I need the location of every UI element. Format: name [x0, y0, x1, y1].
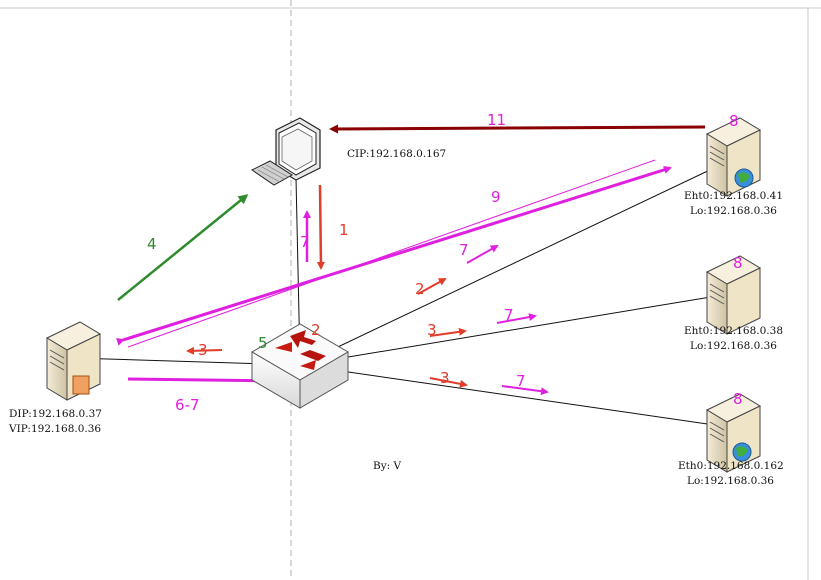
arrow-step-4 — [117, 194, 249, 301]
director-vip-label: VIP:192.168.0.36 — [9, 423, 102, 435]
arrow-step-3-rs3 — [429, 377, 468, 388]
arrow-step-3-rs2 — [429, 327, 467, 337]
rs2-eth-label: Eht0:192.168.0.38 — [684, 325, 784, 337]
arrow-step-9 — [116, 165, 672, 346]
arrow-step-2-rs1 — [417, 278, 447, 295]
step-label-6-7: 6-7 — [175, 396, 200, 414]
step-label-1: 1 — [339, 221, 349, 239]
web-server-icon — [705, 117, 762, 197]
step-label-7-rs2: 7 — [504, 306, 514, 324]
client-ip-label: CIP:192.168.0.167 — [347, 148, 447, 160]
step-label-3-left: 3 — [198, 341, 208, 359]
step-label-2-rs1: 2 — [415, 280, 425, 298]
step-label-11: 11 — [487, 111, 507, 129]
step-label-4: 4 — [147, 235, 157, 253]
rs3-eth-label: Eth0:192.168.0.162 — [678, 460, 784, 472]
step-label-3-rs2: 3 — [427, 321, 437, 339]
arrow-step-7-rs3 — [501, 385, 549, 396]
switch-rs3-link — [299, 364, 735, 428]
rs2-lo-label: Lo:192.168.0.36 — [690, 340, 777, 352]
step-label-rs2: 8 — [733, 254, 743, 272]
arrow-step-3-left — [186, 346, 223, 355]
step-label-7-rs3: 7 — [516, 372, 526, 390]
arrow-step-1 — [316, 184, 325, 270]
step-label-9: 9 — [491, 188, 501, 206]
desktop-computer-icon — [251, 117, 321, 186]
step-label-5: 5 — [258, 334, 268, 352]
arrow-step-7-rs1 — [466, 245, 499, 264]
rs1-eth-label: Eht0:192.168.0.41 — [684, 190, 784, 202]
switch-rs1-link — [299, 158, 735, 366]
server-icon — [705, 255, 762, 335]
step-label-rs1: 8 — [729, 112, 739, 130]
step-label-rs3: 8 — [733, 390, 743, 408]
step-label-2-switch: 2 — [311, 321, 321, 339]
step-label-7-up: 7 — [300, 233, 310, 251]
step-label-3-rs3: 3 — [440, 369, 450, 387]
rs1-lo-label: Lo:192.168.0.36 — [690, 205, 777, 217]
rs3-lo-label: Lo:192.168.0.36 — [687, 475, 774, 487]
director-dip-label: DIP:192.168.0.37 — [9, 408, 102, 420]
arrow-step-9-thin — [127, 159, 656, 348]
switch-rs2-link — [299, 293, 735, 366]
switch-icon — [251, 323, 349, 409]
server-icon — [45, 321, 102, 401]
step-label-7-rs1: 7 — [459, 241, 469, 259]
arrow-step-7-rs2 — [496, 313, 537, 324]
web-server-icon — [705, 393, 762, 473]
author-label: By: V — [373, 460, 402, 472]
arrow-step-11 — [329, 124, 706, 134]
